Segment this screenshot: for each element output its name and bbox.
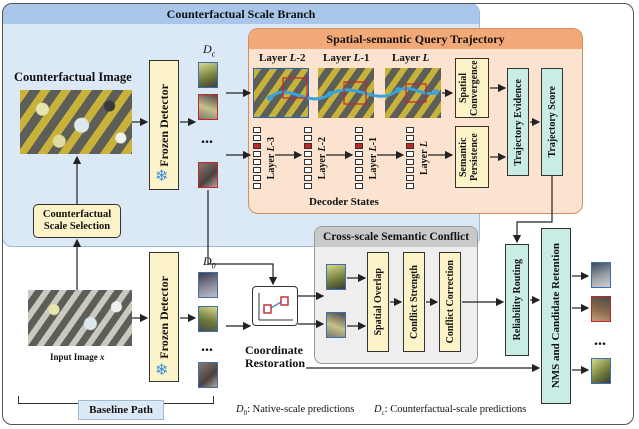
output-crop-1 xyxy=(591,262,611,288)
nms-box: NMS and Candidate Retention xyxy=(541,228,571,404)
input-image xyxy=(28,290,132,346)
spatial-convergence-box: Spatial Convergence xyxy=(455,58,489,118)
cross-crop-1 xyxy=(326,264,346,290)
trajectory-score-box: Trajectory Score xyxy=(541,68,563,176)
scale-selection-box: Counterfactual Scale Selection xyxy=(33,204,121,238)
dc-ellipsis: ... xyxy=(201,130,213,147)
decoder-tokens-3 xyxy=(355,127,364,191)
trajectory-title: Spatial-semantic Query Trajectory xyxy=(249,29,582,49)
d0-label: D0 xyxy=(203,254,216,271)
counterfactual-image-label: Counterfactual Image xyxy=(14,70,132,84)
d0-crop-3 xyxy=(198,362,218,388)
output-crop-3 xyxy=(591,358,611,384)
cross-crop-2 xyxy=(326,312,346,338)
snowflake-icon-bottom: ❄ xyxy=(155,362,169,379)
output-ellipsis: ... xyxy=(594,332,606,349)
d0-crop-2 xyxy=(198,306,218,332)
semantic-persistence-box: Semantic Persistence xyxy=(455,126,489,188)
trajectory-evidence-box: Trajectory Evidence xyxy=(507,68,529,176)
dc-crop-1 xyxy=(198,62,218,88)
coordinate-restoration-icon xyxy=(252,286,298,326)
dc-crop-3 xyxy=(198,162,218,188)
coordinate-restoration-label: Coordinate Restoration xyxy=(245,343,305,370)
snowflake-icon: ❄ xyxy=(155,168,169,185)
output-crop-2 xyxy=(591,296,611,322)
trajectory-path xyxy=(267,77,439,105)
decoder-tokens-2 xyxy=(304,127,313,191)
counterfactual-branch-title: Counterfactual Scale Branch xyxy=(3,4,479,24)
dc-crop-2 xyxy=(198,94,218,120)
conflict-strength-box: Conflict Strength xyxy=(403,252,425,352)
conflict-correction-box: Conflict Correction xyxy=(439,252,461,352)
cross-scale-title: Cross-scale Semantic Conflict xyxy=(315,227,477,247)
decoder-tokens-1 xyxy=(253,127,262,191)
legend-d0: D0: Native-scale predictions xyxy=(236,404,355,418)
decoder-tokens-4 xyxy=(406,127,415,191)
layer-top-1: Layer L-2 xyxy=(259,52,306,64)
dc-label: Dc xyxy=(203,42,216,59)
input-image-label: Input Image x xyxy=(50,352,105,362)
d0-crop-1 xyxy=(198,272,218,298)
legend-dc: Dc: Counterfactual-scale predictions xyxy=(374,404,527,418)
decoder-states-label: Decoder States xyxy=(309,196,379,208)
baseline-path-box: Baseline Path xyxy=(78,400,164,420)
layer-top-3: Layer L xyxy=(392,52,430,64)
spatial-overlap-box: Spatial Overlap xyxy=(367,252,389,352)
reliability-routing-box: Reliability Routing xyxy=(505,244,529,356)
frozen-detector-top: Frozen Detector xyxy=(149,60,179,190)
counterfactual-image-people xyxy=(20,90,132,154)
d0-ellipsis: ... xyxy=(201,338,213,355)
layer-top-2: Layer L-1 xyxy=(323,52,370,64)
frozen-detector-bottom: Frozen Detector xyxy=(149,252,179,382)
